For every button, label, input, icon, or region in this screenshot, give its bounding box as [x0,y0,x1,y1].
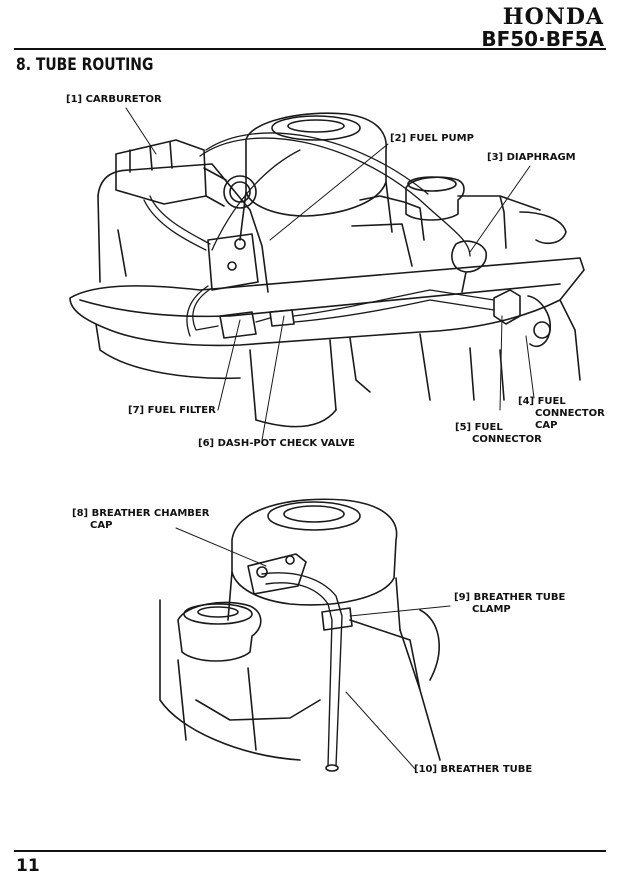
label-breather-chamber-cap-line1: [8] BREATHER CHAMBER [72,508,210,519]
label-breather-chamber-cap-line2: CAP [90,520,113,531]
figure1-leader-lines [125,107,535,441]
header-rule [14,48,606,50]
label-fuel-connector-cap-line1: [4] FUEL [518,396,566,407]
footer-rule [14,850,606,852]
label-breather-tube-clamp: [9] BREATHER TUBE CLAMP [454,592,565,616]
label-fuel-connector-cap-line3: CAP [535,420,558,431]
label-fuel-connector-cap-line2: CONNECTOR [535,408,605,419]
section-title: 8. TUBE ROUTING [16,55,154,75]
label-breather-chamber-cap: [8] BREATHER CHAMBER CAP [72,508,209,532]
label-fuel-filter: [7] FUEL FILTER [128,405,216,416]
label-fuel-pump: [2] FUEL PUMP [390,133,474,144]
label-breather-tube: [10] BREATHER TUBE [414,764,533,775]
label-fuel-connector-line1: [5] FUEL [455,422,503,433]
brand-name: HONDA [502,4,604,30]
label-carburetor: [1] CARBURETOR [66,94,162,105]
figure2-engine-drawing [159,498,441,772]
brand-header: HONDA BF50·BF5A [481,6,604,49]
label-fuel-connector-cap: [4] FUEL CONNECTOR CAP [518,396,605,432]
label-fuel-connector-line2: CONNECTOR [472,434,542,445]
label-fuel-connector: [5] FUEL CONNECTOR [455,422,542,446]
model-name: BF50·BF5A [481,27,604,51]
figure2-leader-lines [175,527,451,771]
label-diaphragm: [3] DIAPHRAGM [487,152,576,163]
label-breather-tube-clamp-line2: CLAMP [472,604,511,615]
label-breather-tube-clamp-line1: [9] BREATHER TUBE [454,592,566,603]
label-dash-pot-check-valve: [6] DASH-POT CHECK VALVE [198,438,355,449]
page-number: 11 [16,856,40,876]
